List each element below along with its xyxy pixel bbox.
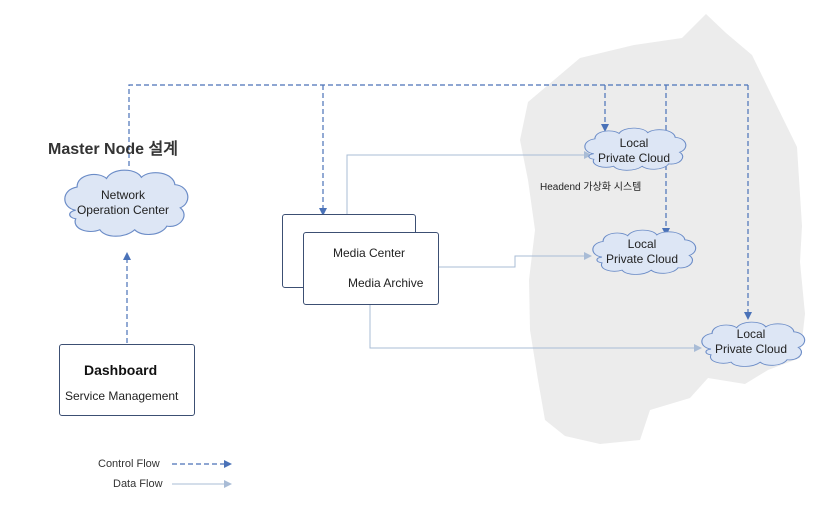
data-flow-to-cloud-3 [369, 305, 702, 352]
noc-label-line1: Network [100, 188, 145, 202]
media-archive-label: Media Archive [348, 276, 424, 290]
dashboard-box[interactable] [59, 344, 195, 416]
data-flow-to-cloud-1 [346, 151, 592, 214]
cloud-1-line1: Local [619, 136, 649, 150]
headend-region-shape [520, 14, 805, 444]
data-flow-to-cloud-2 [439, 252, 592, 268]
legend-data-label: Data Flow [113, 478, 163, 490]
media-center-label: Media Center [333, 246, 406, 260]
cloud-1-label: Local Private Cloud [590, 136, 678, 166]
noc-label: Network Operation Center [67, 188, 179, 218]
cloud-2-label: Local Private Cloud [598, 237, 686, 267]
noc-label-line2: Operation Center [76, 203, 170, 217]
data-flow-lines [346, 151, 702, 352]
cloud-1-line2: Private Cloud [597, 151, 671, 165]
diagram-title: Master Node 설계 [48, 141, 178, 158]
headend-label: Headend 가상화 시스템 [540, 182, 642, 193]
legend-control-label: Control Flow [98, 458, 160, 470]
cloud-3-label: Local Private Cloud [707, 327, 795, 357]
control-flow-top-bus [128, 84, 748, 166]
cloud-3-line1: Local [736, 327, 766, 341]
cloud-2-line1: Local [627, 237, 657, 251]
dashboard-subtitle: Service Management [65, 389, 179, 403]
cloud-3-line2: Private Cloud [714, 342, 788, 356]
cloud-2-line2: Private Cloud [605, 252, 679, 266]
media-box-front[interactable] [303, 232, 439, 305]
dashboard-title: Dashboard [84, 362, 158, 378]
